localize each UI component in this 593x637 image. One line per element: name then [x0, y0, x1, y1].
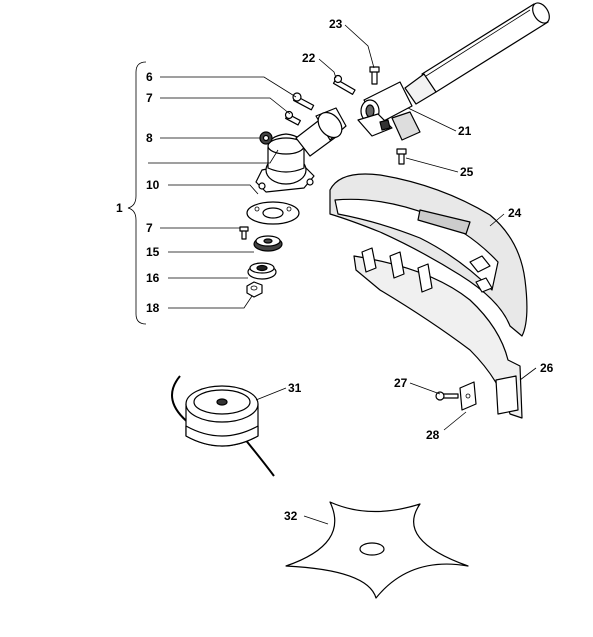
label-8: 8 [146, 131, 153, 145]
assembly-bracket [127, 61, 147, 325]
label-10: 10 [146, 178, 160, 192]
label-23: 23 [329, 17, 343, 31]
label-31: 31 [288, 381, 302, 395]
label-21: 21 [458, 124, 472, 138]
screw-25 [396, 148, 407, 165]
nut [246, 281, 263, 298]
line-cutter-blade [459, 381, 477, 411]
label-15: 15 [146, 245, 160, 259]
grease-plug [259, 131, 273, 145]
guard [329, 173, 528, 337]
label-24: 24 [508, 206, 522, 220]
drive-shaft [404, 2, 550, 105]
label-32: 32 [284, 509, 298, 523]
gear-head [255, 107, 347, 193]
label-7-top: 7 [146, 91, 153, 105]
leader-lines [148, 24, 537, 525]
screw-6 [292, 92, 315, 111]
shaft-clamp [357, 81, 421, 141]
label-26: 26 [540, 361, 554, 375]
trimmer-head [171, 375, 275, 477]
three-tooth-blade [285, 501, 469, 599]
label-22: 22 [302, 51, 316, 65]
drive-washer [247, 262, 277, 280]
screw-22 [332, 74, 356, 95]
label-7-lower: 7 [146, 221, 153, 235]
label-28: 28 [426, 428, 440, 442]
guard-extension [353, 247, 523, 419]
label-6: 6 [146, 70, 153, 84]
label-18: 18 [146, 301, 160, 315]
screw-27 [435, 391, 459, 401]
support-cup [253, 235, 283, 252]
screw-7-top [284, 110, 301, 126]
screw-23 [369, 66, 380, 85]
label-16: 16 [146, 271, 160, 285]
screw-7-lower [239, 226, 249, 240]
flange-plate [246, 201, 300, 225]
label-27: 27 [394, 376, 408, 390]
label-25: 25 [460, 165, 474, 179]
label-1: 1 [116, 201, 123, 215]
